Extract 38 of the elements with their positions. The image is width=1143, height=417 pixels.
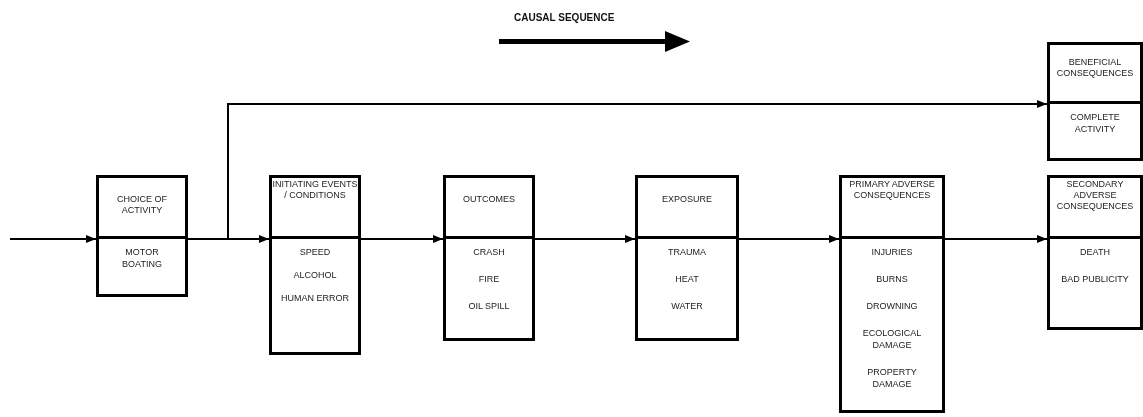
process-box [269,175,361,355]
box-item: SPEED [298,246,332,258]
process-box [635,175,739,341]
box-item: BAD PUBLICITY [1060,273,1130,285]
box-item: INJURIES [870,246,914,258]
box-item: MOTOR BOATING [121,246,163,270]
box-heading: SECONDARY ADVERSE CONSEQUENCES [1050,178,1140,239]
box-item: ECOLOGICAL DAMAGE [861,327,923,351]
box-item: HEAT [674,273,700,285]
box-heading: INITIATING EVENTS / CONDITIONS [272,178,358,239]
box-item: DROWNING [865,300,919,312]
box-item: COMPLETE ACTIVITY [1069,111,1121,135]
box-heading: PRIMARY ADVERSE CONSEQUENCES [842,178,942,239]
box-heading: EXPOSURE [638,178,736,239]
box-item: TRAUMA [667,246,707,258]
process-box [96,175,188,297]
caption-text: CAUSAL SEQUENCE [514,12,615,23]
box-item: OIL SPILL [467,300,511,312]
box-heading: OUTCOMES [446,178,532,239]
process-box [1047,175,1143,330]
box-heading: BENEFICIAL CONSEQUENCES [1050,45,1140,104]
box-item: WATER [670,300,704,312]
process-box [1047,42,1143,161]
box-item: FIRE [477,273,501,285]
arrow [9,235,97,243]
arrow [534,235,636,243]
box-item: PROPERTY DAMAGE [866,366,918,390]
process-box [839,175,945,413]
arrow [738,235,840,243]
arrow [944,235,1048,243]
process-box [443,175,535,341]
box-item: ALCOHOL [292,269,338,281]
box-heading: CHOICE OF ACTIVITY [99,178,185,239]
box-item: CRASH [472,246,506,258]
box-item: HUMAN ERROR [280,292,350,304]
arrow [360,235,444,243]
box-item: BURNS [875,273,909,285]
box-item: DEATH [1079,246,1111,258]
